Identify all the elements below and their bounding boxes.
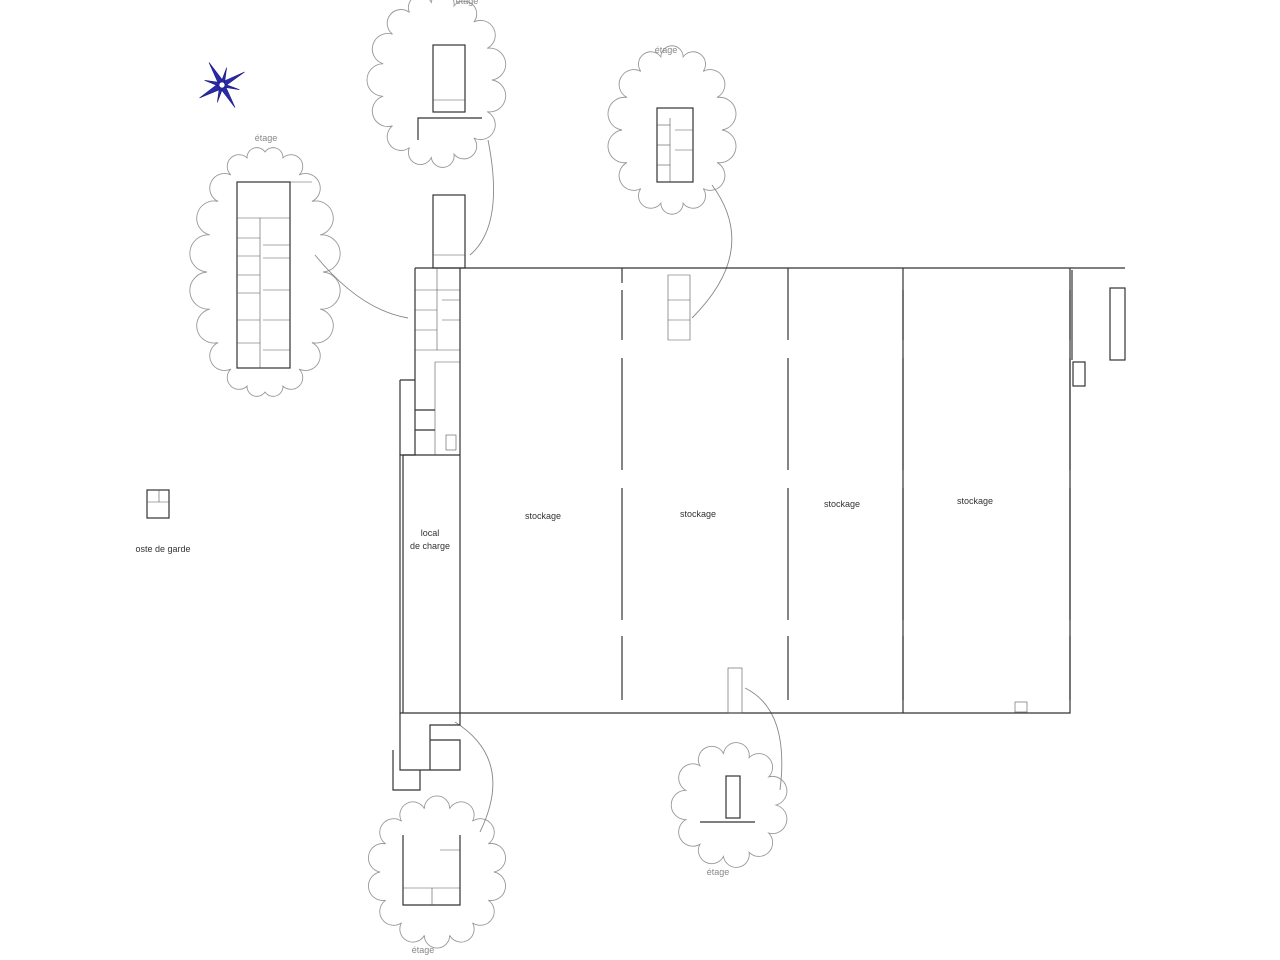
cloud-top-content xyxy=(417,44,482,140)
storage-bay-1-label: stockage xyxy=(524,511,562,521)
cloud-bottomright-content xyxy=(700,775,755,823)
compass-rose-icon xyxy=(199,62,245,108)
storage-bay-4-label: stockage xyxy=(956,496,994,506)
cloud-left-content xyxy=(236,181,312,369)
arrow-bottomright-floor xyxy=(744,687,783,791)
guard-post-label: oste de garde xyxy=(135,544,191,554)
storage-bay-2-label: stockage xyxy=(679,509,717,519)
cloud-topright-content xyxy=(656,107,694,183)
arrows xyxy=(314,139,783,833)
floor-label-left: étage xyxy=(254,133,278,143)
floor-cloud-left xyxy=(189,147,341,397)
floor-label-topright: étage xyxy=(654,45,678,55)
floor-cloud-top xyxy=(366,0,507,168)
floor-cloud-topright xyxy=(607,45,737,215)
main-building xyxy=(392,194,1126,791)
arrow-bottomleft-floor xyxy=(454,721,494,833)
floor-label-bottomright: étage xyxy=(706,867,730,877)
arrow-left-floor xyxy=(314,254,409,319)
floor-label-top: étage xyxy=(455,0,479,6)
guard-post xyxy=(146,489,170,519)
floor-label-bottomleft: étage xyxy=(411,945,435,955)
charging-room-label-line1: local xyxy=(420,528,440,538)
floor-cloud-bottomleft xyxy=(368,795,506,949)
floor-cloud-bottomright xyxy=(670,742,788,868)
cloud-bottomleft-content xyxy=(402,835,461,906)
arrow-topright-floor xyxy=(691,184,733,319)
storage-bay-3-label: stockage xyxy=(823,499,861,509)
charging-room-label-line2: de charge xyxy=(409,541,451,551)
floor-clouds xyxy=(189,0,788,949)
arrow-top-floor xyxy=(469,139,495,256)
